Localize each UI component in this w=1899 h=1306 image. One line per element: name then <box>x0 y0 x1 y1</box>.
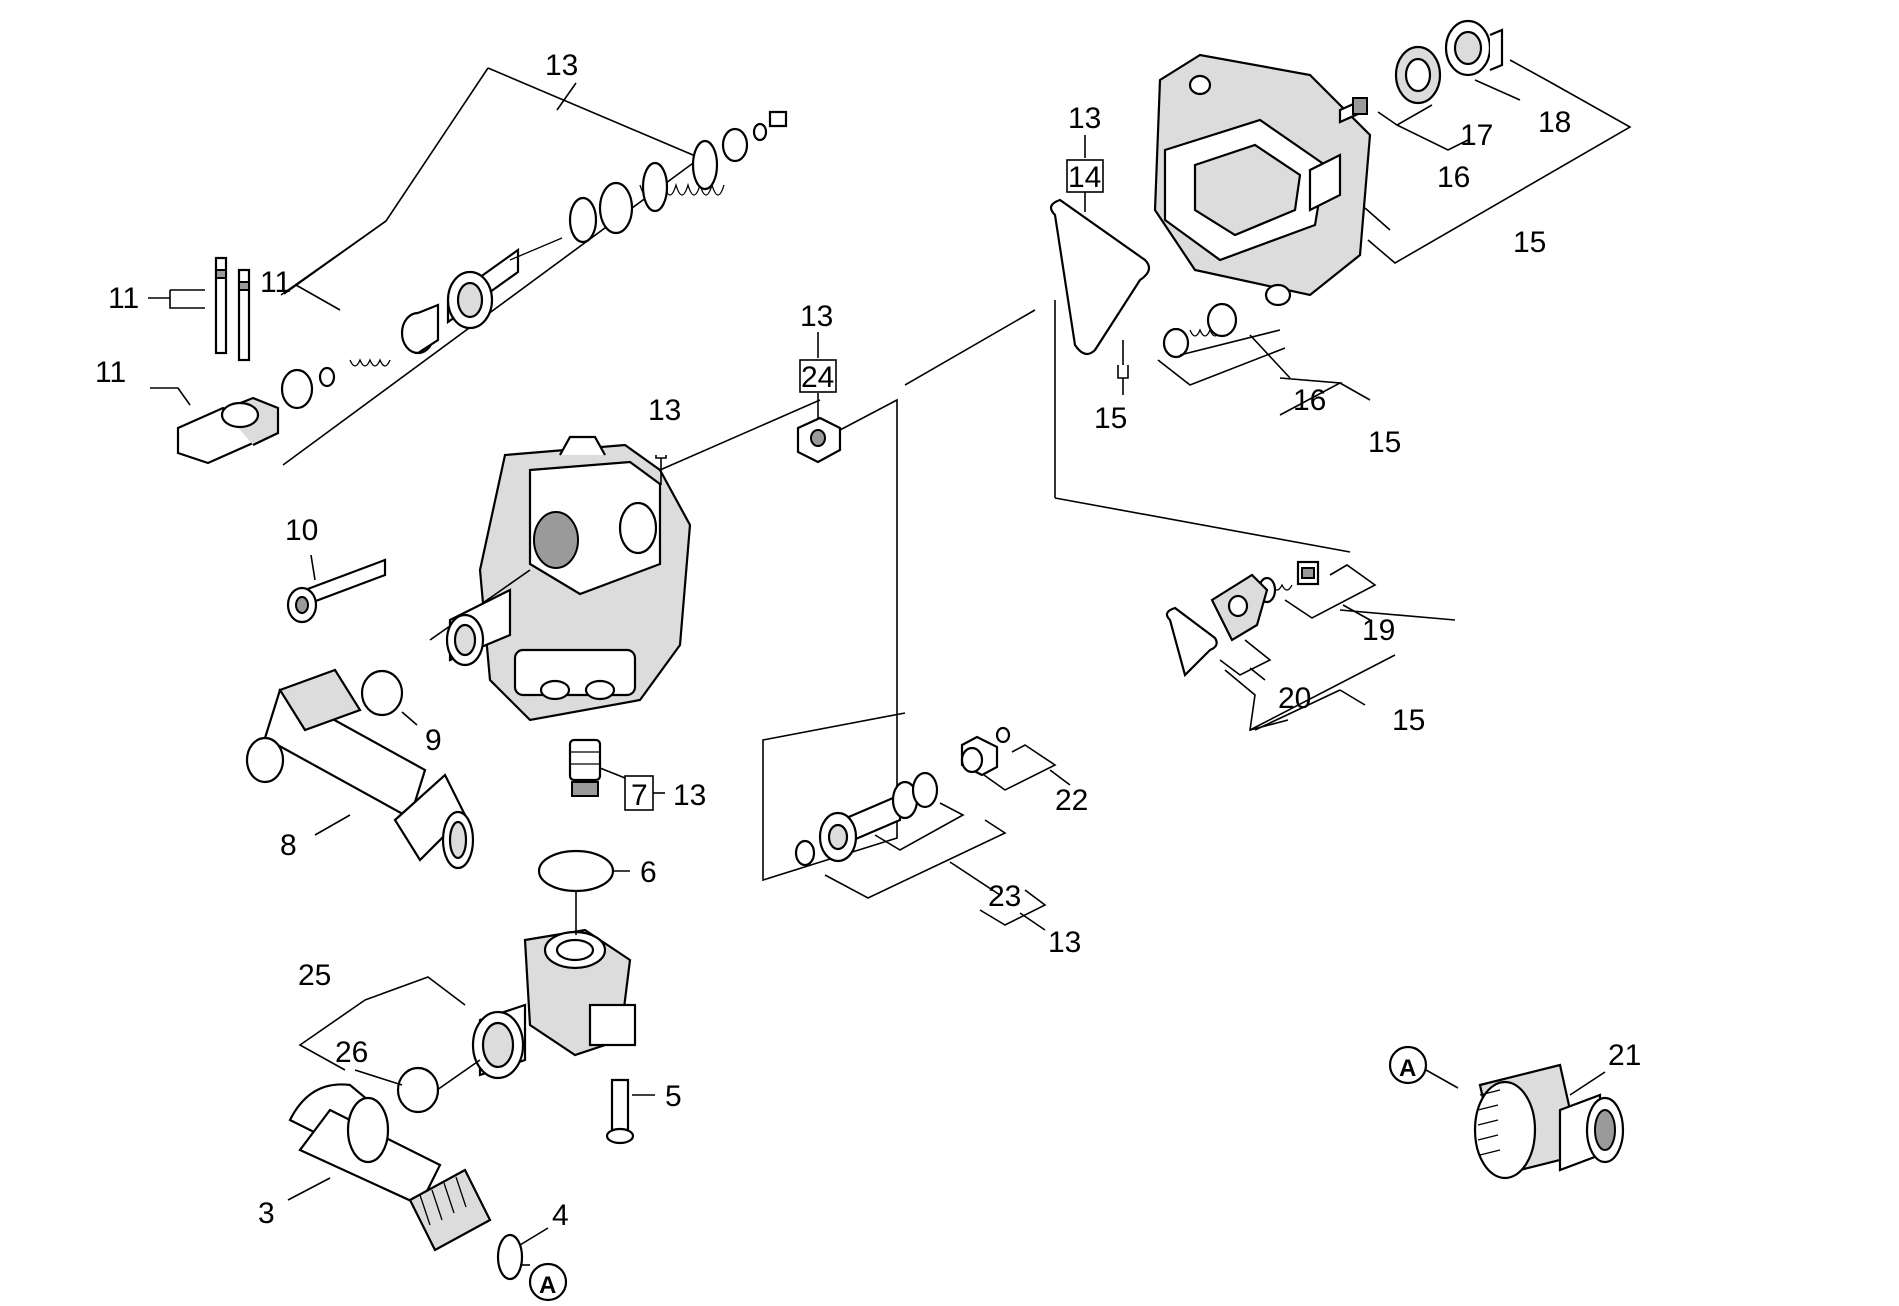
callout-box-24 <box>799 359 837 393</box>
cap-18 <box>1444 19 1504 77</box>
callout-22: 22 <box>1055 784 1088 817</box>
callout-leaders-3-4 <box>287 1177 549 1266</box>
marker-a-bottom <box>528 1262 568 1302</box>
strainer-thread-part <box>408 1168 492 1252</box>
oring-26 <box>396 1066 440 1114</box>
callout-20: 20 <box>1278 682 1311 715</box>
callout-11-b: 11 <box>260 266 291 299</box>
valve-insert-19 <box>1257 560 1320 604</box>
callout-9: 9 <box>425 724 442 757</box>
part-22 <box>960 726 1011 777</box>
callout-13-part23: 13 <box>1048 926 1081 959</box>
callout-leaders-valve <box>148 82 577 406</box>
seal-14 <box>1049 198 1151 356</box>
part-24-seal-holder <box>796 416 842 464</box>
callout-13-part24: 13 <box>800 300 833 333</box>
marker-a-right <box>1388 1045 1459 1089</box>
screw-10 <box>286 558 387 624</box>
callout-10: 10 <box>285 514 318 547</box>
pipe-8 <box>245 668 475 870</box>
callout-5: 5 <box>665 1080 682 1113</box>
coupling-21 <box>1473 1063 1625 1180</box>
selector-valve-body <box>176 396 280 465</box>
callout-7: 7 <box>631 779 648 812</box>
inlet-body <box>523 928 637 1057</box>
callout-19: 19 <box>1362 614 1395 647</box>
callout-17: 17 <box>1460 119 1493 152</box>
callout-leaders-25-26 <box>298 890 655 1096</box>
filter-4 <box>496 1233 524 1281</box>
callout-leaders-body <box>310 455 667 581</box>
callout-26: 26 <box>335 1036 368 1069</box>
cylinder-head-15 <box>1153 53 1391 307</box>
callout-15-b: 15 <box>1513 226 1546 259</box>
seal-20 <box>1165 573 1269 678</box>
valve-spring-part <box>639 139 725 213</box>
callout-13-part7: 13 <box>673 779 706 812</box>
pump-thread-outlet <box>445 588 512 667</box>
selector-valve-pins <box>214 256 251 362</box>
callout-3: 3 <box>258 1197 275 1230</box>
oring-9 <box>360 669 404 717</box>
callout-box-14 <box>1066 159 1104 193</box>
callout-14: 14 <box>1068 161 1101 194</box>
callout-18: 18 <box>1538 106 1571 139</box>
seal-17 <box>1394 45 1442 105</box>
valve-assembly-bracket <box>280 67 702 466</box>
valve-oring-part <box>568 181 634 244</box>
callout-15-c: 15 <box>1368 426 1401 459</box>
oring-23 <box>794 771 939 867</box>
callout-24: 24 <box>801 361 834 394</box>
marker-a-bottom-label: A <box>539 1272 556 1299</box>
valve-guide-part <box>400 303 440 355</box>
piston-23 <box>818 780 919 863</box>
callout-leaders-head <box>1054 59 1632 553</box>
oring-6 <box>537 849 630 893</box>
callout-23: 23 <box>988 880 1021 913</box>
callout-16-b: 16 <box>1293 384 1326 417</box>
callout-leader-21 <box>1569 1071 1606 1096</box>
valve-insert-16 <box>1338 97 1368 124</box>
callout-11-c: 11 <box>95 356 126 389</box>
marker-a-right-label: A <box>1399 1055 1416 1082</box>
valve-washer-part <box>721 110 788 163</box>
callout-13-part14: 13 <box>1068 102 1101 135</box>
pump-body <box>429 399 821 722</box>
callout-leaders-8-9 <box>314 711 418 836</box>
callout-25: 25 <box>298 959 331 992</box>
callout-4: 4 <box>552 1199 569 1232</box>
callout-leaders-19-20 <box>1219 564 1456 732</box>
callout-11-a: 11 <box>108 282 139 315</box>
callout-6: 6 <box>640 856 657 889</box>
callout-13-valve: 13 <box>545 49 578 82</box>
valve-7 <box>568 738 626 797</box>
callout-15-a: 15 <box>1094 402 1127 435</box>
spring-16-lower <box>1162 302 1238 359</box>
callout-16-a: 16 <box>1437 161 1470 194</box>
callout-8: 8 <box>280 829 297 862</box>
inlet-pipe-3 <box>288 1083 442 1207</box>
callout-15-d: 15 <box>1392 704 1425 737</box>
callout-13-body: 13 <box>648 394 681 427</box>
screw-5 <box>605 1078 635 1145</box>
callout-leaders-22-23 <box>824 744 1071 931</box>
valve-small-spring-part <box>280 358 391 410</box>
callout-box-7 <box>624 775 665 811</box>
valve-piston-part <box>446 237 563 330</box>
callout-21: 21 <box>1608 1039 1641 1072</box>
fitting-thread-25 <box>471 1003 527 1080</box>
